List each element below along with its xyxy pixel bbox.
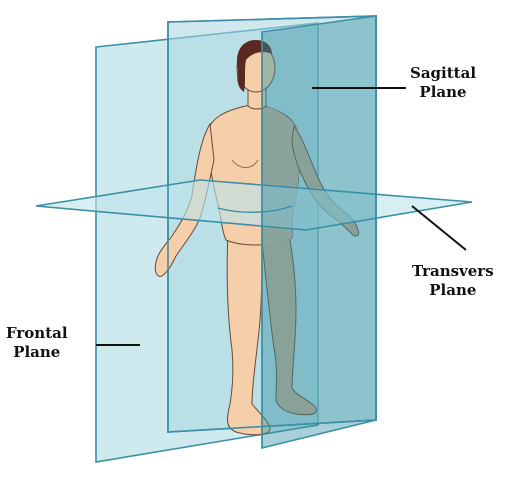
transverse-label-line1: Transvers xyxy=(412,262,494,281)
sagittal-label-line2: Plane xyxy=(410,83,476,102)
frontal-label-line2: Plane xyxy=(6,343,68,362)
frontal-label-line1: Frontal xyxy=(6,324,68,343)
frontal-plane-label: Frontal Plane xyxy=(6,324,68,362)
sagittal-label-line1: Sagittal xyxy=(410,64,476,83)
sagittal-plane-label: Sagittal Plane xyxy=(410,64,476,102)
transverse-label-line2: Plane xyxy=(412,281,494,300)
transverse-plane-label: Transvers Plane xyxy=(412,262,494,300)
transverse-leader-line xyxy=(412,206,466,250)
sagittal-plane-front xyxy=(262,16,376,448)
